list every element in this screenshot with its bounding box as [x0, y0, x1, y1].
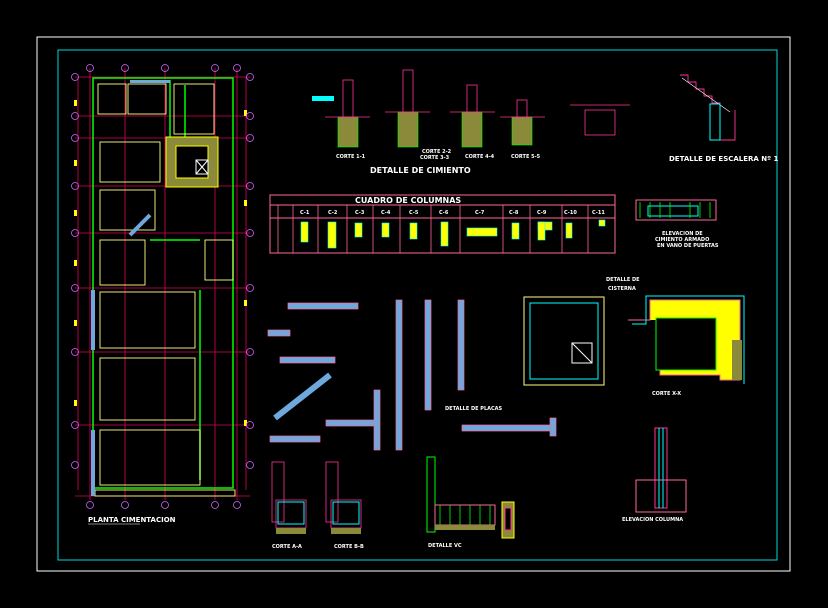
- columns-table: CUADRO DE COLUMNAS C-1 C-2 C-3 C-4 C-5 C…: [269, 194, 616, 254]
- column-header: C-8: [509, 210, 519, 216]
- section-4-4-label: CORTE 4-4: [465, 154, 495, 160]
- plates-title: DETALLE DE PLACAS: [445, 406, 503, 412]
- section-2-2-label: CORTE 2-2: [422, 149, 452, 155]
- column-header: C-2: [328, 210, 338, 216]
- column-header: C-5: [409, 210, 419, 216]
- column-header: C-7: [475, 210, 485, 216]
- foundation-title: DETALLE DE CIMIENTO: [370, 166, 471, 175]
- column-header: C-6: [439, 210, 449, 216]
- stair-title: DETALLE DE ESCALERA Nº 1: [669, 155, 779, 163]
- foundation-plan: PLANTA CIMENTACION: [71, 64, 254, 525]
- vc-title: DETALLE VC: [428, 543, 462, 549]
- section-5-5-label: CORTE 5-5: [511, 154, 541, 160]
- plates-detail: DETALLE DE PLACAS: [267, 299, 557, 451]
- cuts-detail: CORTE A-A CORTE B-B: [271, 461, 364, 550]
- elevation-line-2: CIMIENTO ARMADO: [655, 237, 709, 243]
- cistern-section-label: CORTE X-X: [652, 391, 681, 397]
- cistern-title-1: DETALLE DE: [606, 277, 640, 283]
- foundation-details: CORTE 1-1 CORTE 2-2 CORTE 3-3 CORTE 4-4 …: [312, 69, 630, 175]
- column-header: C-4: [381, 210, 391, 216]
- inner-frame: [57, 49, 778, 561]
- stair-detail: DETALLE DE ESCALERA Nº 1: [669, 74, 779, 163]
- columns-table-title: CUADRO DE COLUMNAS: [355, 196, 461, 205]
- column-header: C-1: [300, 210, 310, 216]
- plan-title: PLANTA CIMENTACION: [88, 516, 176, 524]
- vc-detail: DETALLE VC: [426, 456, 515, 549]
- outer-frame: [36, 36, 791, 572]
- column-header: C-9: [537, 210, 547, 216]
- section-3-3-label: CORTE 3-3: [420, 155, 450, 161]
- column-header: C-10: [564, 210, 577, 216]
- section-1-1-label: CORTE 1-1: [336, 154, 366, 160]
- column-header: C-3: [355, 210, 365, 216]
- foundation-elevation: ELEVACION DE CIMIENTO ARMADO EN VANO DE …: [635, 199, 719, 249]
- column-header: C-11: [592, 210, 605, 216]
- cut-a-label: CORTE A-A: [272, 544, 302, 550]
- elevation-line-1: ELEVACION DE: [662, 231, 703, 237]
- cistern-detail: DETALLE DE CISTERNA CORTE X-X: [523, 277, 745, 397]
- cistern-title-2: CISTERNA: [608, 286, 636, 292]
- cut-b-label: CORTE B-B: [334, 544, 364, 550]
- column-elevation-title: ELEVACION COLUMNA: [622, 517, 683, 523]
- column-elevation: ELEVACION COLUMNA: [622, 427, 687, 523]
- elevation-line-3: EN VANO DE PUERTAS: [657, 243, 719, 249]
